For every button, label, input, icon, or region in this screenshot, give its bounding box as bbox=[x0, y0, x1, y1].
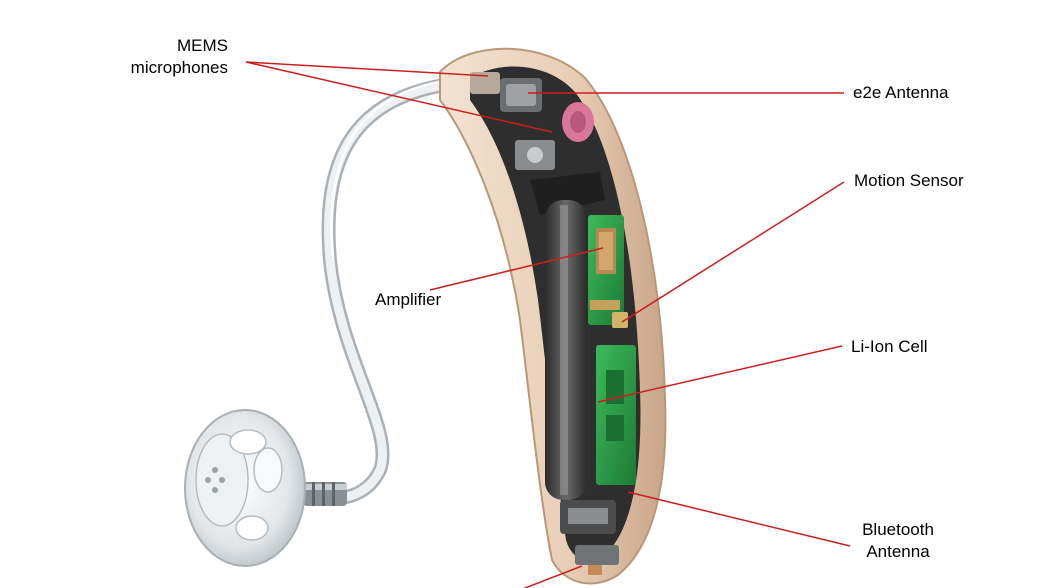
label-amplifier-text: Amplifier bbox=[375, 290, 442, 309]
label-mems-line2: microphones bbox=[130, 58, 228, 77]
label-amplifier: Amplifier bbox=[375, 289, 441, 311]
label-e2e-antenna: e2e Antenna bbox=[853, 82, 948, 104]
label-motion-sensor-text: Motion Sensor bbox=[854, 171, 964, 190]
callout-amplifier bbox=[429, 247, 604, 291]
ear-dome bbox=[184, 409, 306, 567]
sound-tube bbox=[318, 75, 477, 506]
internals bbox=[470, 72, 636, 575]
label-mems-microphones: MEMS microphones bbox=[110, 35, 228, 79]
callout-motion-sensor bbox=[621, 181, 845, 323]
label-bluetooth-line1: Bluetooth bbox=[862, 520, 934, 539]
callout-bottom bbox=[523, 565, 583, 588]
label-bluetooth-antenna: Bluetooth Antenna bbox=[852, 519, 944, 563]
label-li-ion-cell: Li-Ion Cell bbox=[851, 336, 928, 358]
label-mems-line1: MEMS bbox=[177, 36, 228, 55]
callout-lines bbox=[245, 61, 851, 588]
callout-bluetooth-antenna bbox=[627, 491, 851, 547]
callout-mems-b bbox=[245, 61, 553, 133]
label-motion-sensor: Motion Sensor bbox=[854, 170, 964, 192]
callout-li-ion-cell bbox=[597, 345, 843, 403]
callout-mems-a bbox=[245, 61, 489, 77]
tube-connector bbox=[303, 482, 347, 506]
label-li-ion-cell-text: Li-Ion Cell bbox=[851, 337, 928, 356]
label-bluetooth-line2: Antenna bbox=[866, 542, 930, 561]
label-e2e-antenna-text: e2e Antenna bbox=[853, 83, 949, 102]
